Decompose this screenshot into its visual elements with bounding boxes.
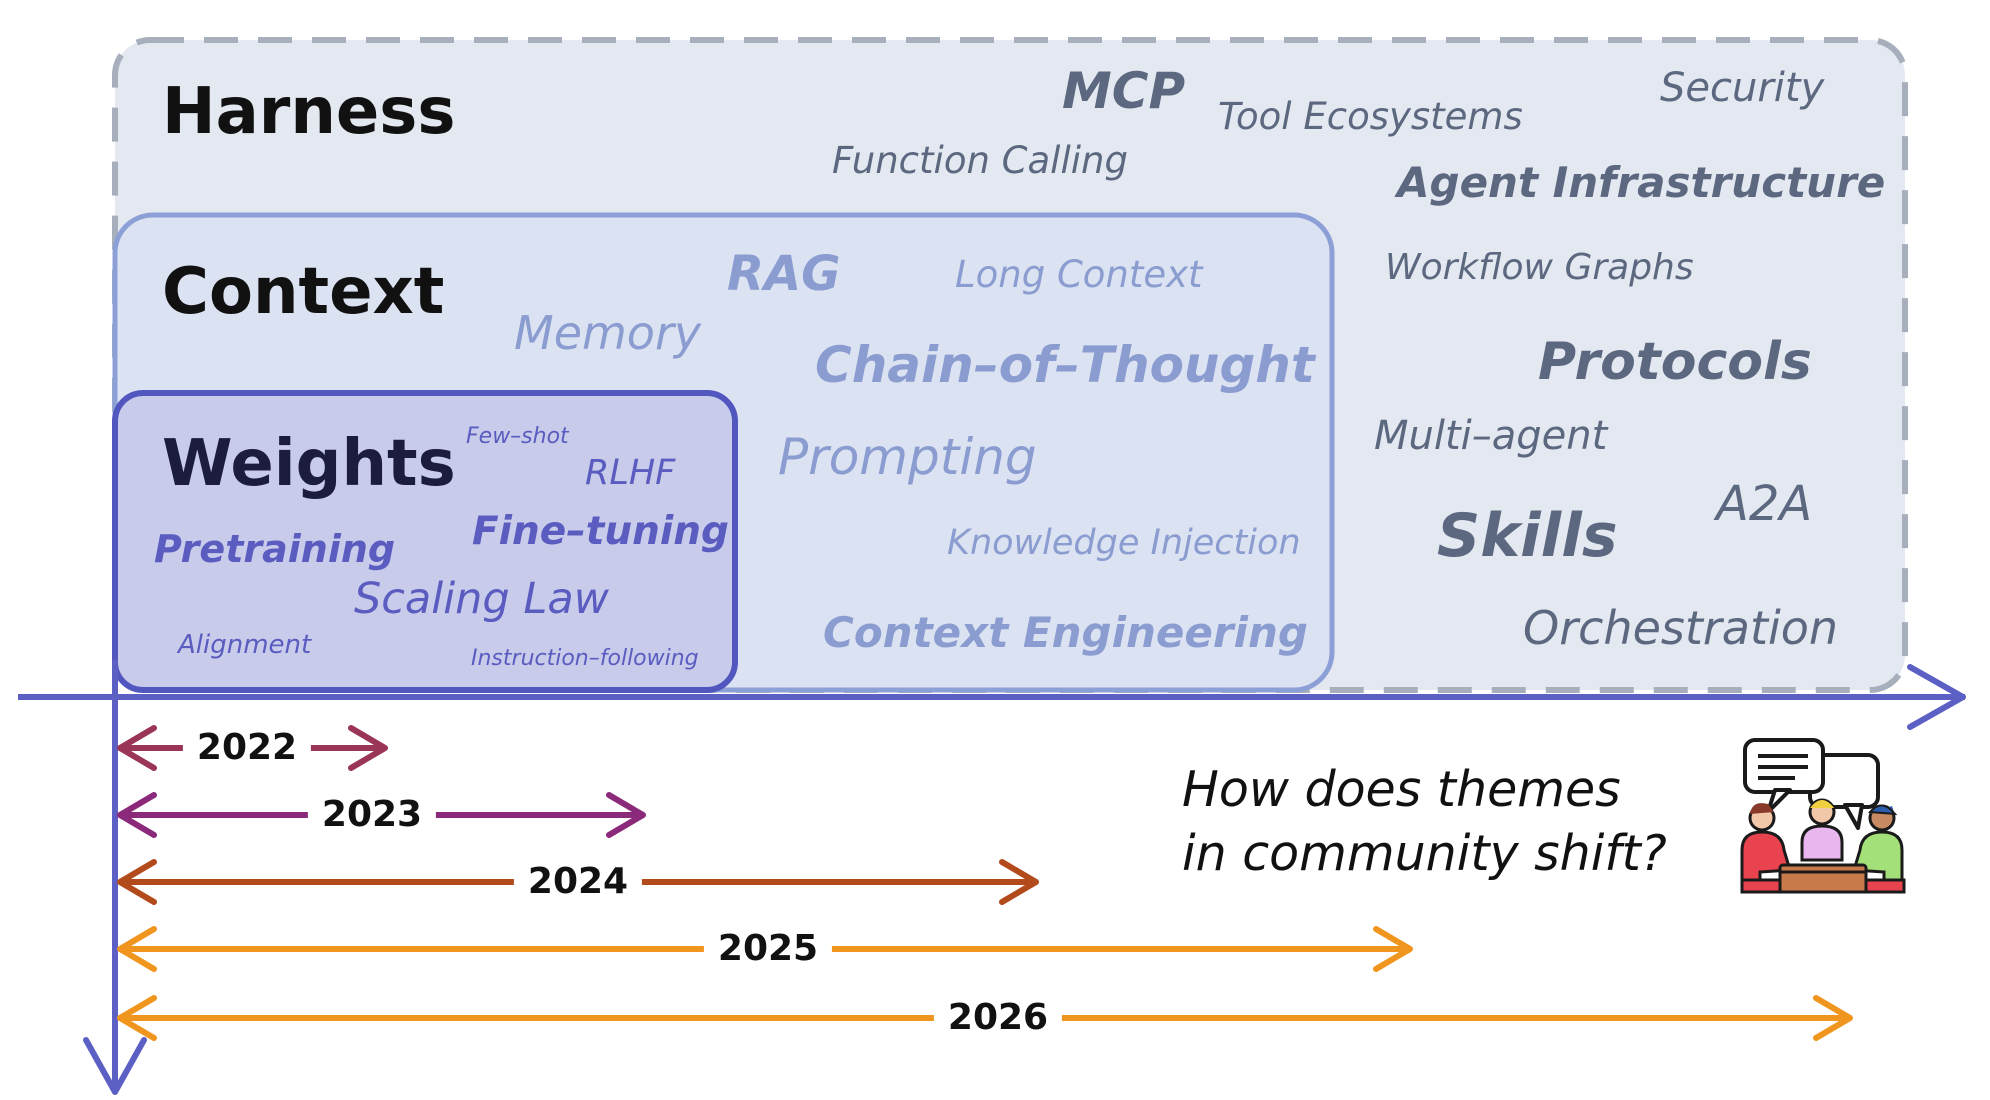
weights-term-scaling-law: Scaling Law	[354, 574, 609, 624]
context-term-prompting: Prompting	[778, 428, 1037, 486]
harness-term-workflow-graphs: Workflow Graphs	[1385, 247, 1694, 288]
harness-term-orchestration: Orchestration	[1523, 601, 1839, 655]
year-label-2026: 2026	[933, 1000, 1063, 1036]
weights-term-alignment: Alignment	[178, 630, 312, 660]
year-label-2025: 2025	[703, 931, 833, 967]
weights-term-instruction-following: Instruction–following	[471, 646, 699, 671]
weights-term-fine-tuning: Fine–tuning	[472, 509, 729, 554]
context-term-chain-of-thought: Chain–of–Thought	[815, 336, 1315, 394]
year-label-2022: 2022	[182, 730, 312, 766]
harness-term-agent-infrastructure: Agent Infrastructure	[1397, 158, 1886, 207]
weights-term-pretraining: Pretraining	[154, 527, 396, 571]
horizontal-axis	[18, 664, 1966, 730]
vertical-axis	[83, 660, 147, 1095]
question-text: How does themes in community shift?	[1182, 758, 1667, 886]
weights-title: Weights	[162, 427, 456, 501]
harness-term-tool-ecosystems: Tool Ecosystems	[1218, 95, 1523, 138]
weights-term-few-shot: Few–shot	[466, 424, 569, 449]
context-term-long-context: Long Context	[955, 253, 1203, 296]
year-label-2023: 2023	[307, 797, 437, 833]
harness-term-mcp: MCP	[1062, 62, 1186, 120]
question-line-2: in community shift?	[1182, 825, 1667, 882]
context-term-context-engineering: Context Engineering	[823, 608, 1308, 657]
harness-term-multi-agent: Multi–agent	[1374, 413, 1608, 459]
harness-term-security: Security	[1660, 65, 1825, 111]
harness-term-function-calling: Function Calling	[832, 139, 1128, 182]
weights-term-rlhf: RLHF	[585, 453, 676, 493]
harness-term-skills: Skills	[1437, 501, 1618, 571]
context-term-memory: Memory	[514, 306, 702, 360]
context-term-rag: RAG	[727, 246, 841, 302]
harness-title: Harness	[162, 75, 456, 149]
context-term-knowledge-injection: Knowledge Injection	[947, 523, 1301, 563]
context-title: Context	[162, 255, 445, 329]
harness-term-a2a: A2A	[1716, 476, 1813, 532]
weights-box	[112, 390, 738, 693]
question-line-1: How does themes	[1182, 761, 1621, 818]
discussion-icon	[1740, 738, 1906, 894]
year-label-2024: 2024	[513, 864, 643, 900]
harness-term-protocols: Protocols	[1538, 332, 1812, 392]
